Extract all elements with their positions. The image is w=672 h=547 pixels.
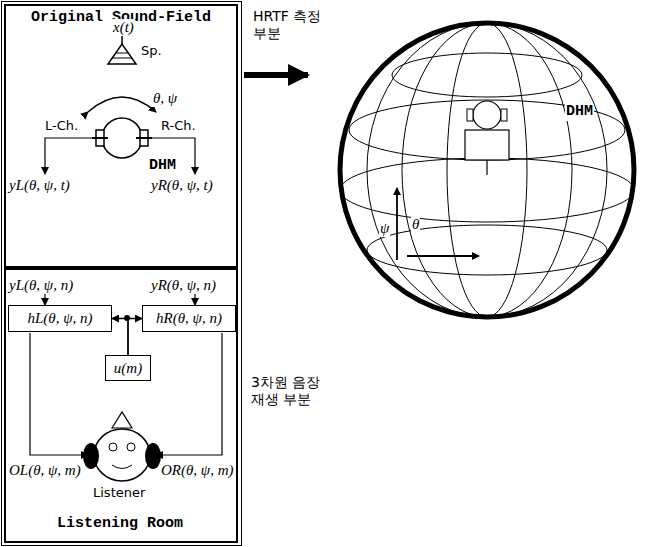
signal-label: yL(θ, ψ, t) — [8, 177, 71, 194]
filter-label: hL(θ, ψ, n) — [27, 310, 92, 327]
signal-label: R-Ch. — [160, 119, 197, 133]
listener-head — [83, 412, 161, 481]
panel-box: Original Sound-Field — [4, 4, 238, 268]
panel-title: Listening Room — [56, 516, 184, 533]
right-channel-wire — [148, 138, 195, 174]
filter-label: u(m) — [114, 360, 142, 377]
signal-label: x(t) — [112, 19, 135, 36]
left-channel-wire — [45, 138, 96, 174]
signal-label: L-Ch. — [44, 119, 79, 133]
signal-label: yL(θ, ψ, n) — [8, 277, 74, 294]
signal-label: yR(θ, ψ, n) — [150, 277, 217, 294]
sphere-label: DHM — [565, 104, 594, 121]
panel-box: Listening Room hL(θ, ψ, n) hR(θ, ψ, n) u(m) — [4, 268, 238, 543]
filter-box: u(m) — [105, 355, 151, 381]
signal-label: Sp. — [140, 44, 163, 58]
sphere-label: ψ — [379, 220, 390, 237]
outer-frame — [2, 2, 242, 546]
signal-label: Listener — [92, 486, 146, 500]
signal-label: θ, ψ — [152, 90, 178, 107]
section-label: HRTF 측정부분 — [252, 8, 326, 42]
input-wire — [194, 294, 195, 305]
right-output-wire — [156, 333, 222, 455]
speaker-symbol — [108, 36, 136, 64]
input-wire — [44, 294, 45, 305]
rotation-arc — [88, 97, 156, 112]
filter-box: hR(θ, ψ, n) — [142, 305, 236, 332]
sphere-grid — [337, 20, 637, 320]
filter-box: hL(θ, ψ, n) — [8, 305, 112, 332]
signal-label: DHM — [148, 158, 177, 175]
control-connector — [112, 319, 128, 356]
signal-label: yR(θ, ψ, t) — [150, 177, 214, 194]
left-output-wire — [30, 333, 88, 455]
section-label: 3차원 음장 재생 부분 — [250, 374, 338, 408]
flow-arrow — [244, 72, 308, 78]
signal-label: OL(θ, ψ, m) — [8, 462, 82, 479]
measurement-sphere: ψ θ DHM — [337, 20, 637, 320]
control-connector — [128, 319, 142, 356]
dummy-head — [92, 118, 152, 158]
signal-label: OR(θ, ψ, m) — [160, 462, 235, 479]
filter-label: hR(θ, ψ, n) — [156, 310, 222, 327]
sphere-label: θ — [411, 216, 420, 233]
